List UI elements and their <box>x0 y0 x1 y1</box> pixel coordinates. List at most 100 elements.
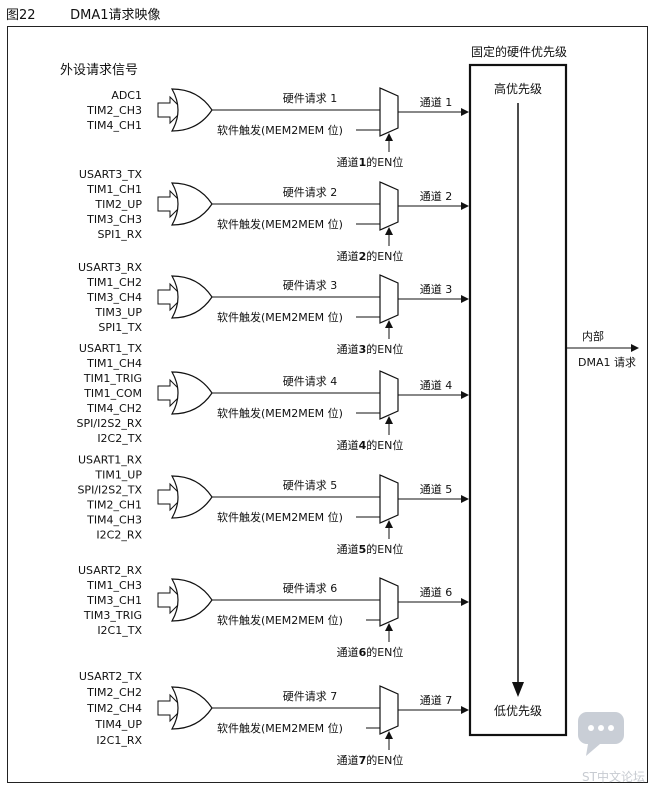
en-suffix: 的EN位 <box>366 753 403 767</box>
channel-mux <box>379 87 399 137</box>
en-bit-label: 通道2的EN位 <box>337 249 404 263</box>
signal-label: SPI/I2S2_RX <box>77 417 143 430</box>
low-priority-label: 低优先级 <box>494 704 542 718</box>
signal-label: TIM2_CH1 <box>86 499 142 512</box>
fixed-priority-heading: 固定的硬件优先级 <box>471 44 567 59</box>
signal-label: TIM4_CH2 <box>86 402 142 415</box>
sw-trigger-label: 软件触发(MEM2MEM 位) <box>217 721 343 735</box>
priority-arrow-head <box>512 682 524 697</box>
en-number: 3 <box>359 343 367 356</box>
signal-label: TIM4_CH3 <box>86 514 142 527</box>
input-arrow <box>157 585 184 615</box>
en-suffix: 的EN位 <box>366 342 403 356</box>
channel-group-4: USART1_TXTIM1_CH4TIM1_TRIGTIM1_COMTIM4_C… <box>77 342 469 452</box>
en-suffix: 的EN位 <box>366 438 403 452</box>
priority-box <box>468 63 568 737</box>
chat-bubble-icon <box>578 712 624 756</box>
en-number: 4 <box>359 439 367 452</box>
diagram-frame <box>7 26 648 783</box>
en-bit-label: 通道3的EN位 <box>337 342 404 356</box>
channel-label: 通道 5 <box>420 482 453 496</box>
en-number: 7 <box>359 754 367 767</box>
or-gate <box>170 578 213 622</box>
signal-label: TIM3_UP <box>94 306 142 319</box>
watermark-text: ST中文论坛 <box>582 769 645 784</box>
input-arrow <box>157 95 184 125</box>
channel-group-6: USART2_RXTIM1_CH3TIM3_CH1TIM3_TRIGI2C1_T… <box>78 564 469 659</box>
en-prefix: 通道 <box>337 753 359 767</box>
en-prefix: 通道 <box>337 342 359 356</box>
hw-request-label: 硬件请求 2 <box>283 186 338 199</box>
signal-label: TIM4_UP <box>94 718 142 731</box>
channel-label: 通道 4 <box>420 378 453 392</box>
en-number: 5 <box>359 543 367 556</box>
signal-label: USART3_RX <box>78 261 142 274</box>
signal-label: TIM1_UP <box>94 469 142 482</box>
or-gate <box>170 88 213 132</box>
input-arrow <box>157 189 184 219</box>
dma1-request-label: DMA1 请求 <box>578 356 636 369</box>
en-suffix: 的EN位 <box>366 155 403 169</box>
channel-label: 通道 6 <box>420 585 453 599</box>
hw-request-label: 硬件请求 3 <box>283 279 338 292</box>
channel-mux <box>379 685 399 735</box>
figure-title: DMA1请求映像 <box>70 8 161 23</box>
channel-group-5: USART1_RX TIM1_UP SPI/I2S2_TX TIM2_CH1TIM4_… <box>77 454 469 556</box>
peripheral-signals-heading: 外设请求信号 <box>60 63 138 78</box>
sw-trigger-label: 软件触发(MEM2MEM 位) <box>217 613 343 627</box>
signal-label: TIM1_CH4 <box>86 357 142 370</box>
high-priority-label: 高优先级 <box>494 81 542 96</box>
channel-label: 通道 2 <box>420 189 453 203</box>
en-number: 1 <box>359 156 367 169</box>
signal-label: TIM3_CH3 <box>86 213 142 226</box>
signal-label: SPI1_TX <box>98 321 142 334</box>
channel-mux <box>379 577 399 627</box>
en-bit-label: 通道7的EN位 <box>337 753 404 767</box>
or-gate <box>170 475 213 519</box>
signal-label: I2C2_RX <box>96 529 142 542</box>
signal-label: ADC1 <box>111 89 142 102</box>
input-arrow <box>157 693 184 723</box>
signal-label: USART3_TX <box>79 168 143 181</box>
hw-request-label: 硬件请求 5 <box>283 479 338 492</box>
signal-label: TIM1_CH3 <box>86 579 142 592</box>
signal-label: USART1_RX <box>78 454 142 467</box>
sw-trigger-label: 软件触发(MEM2MEM 位) <box>217 510 343 524</box>
input-arrow <box>157 482 184 512</box>
sw-trigger-label: 软件触发(MEM2MEM 位) <box>217 310 343 324</box>
hw-request-label: 硬件请求 6 <box>283 582 338 595</box>
hw-request-label: 硬件请求 4 <box>283 375 338 388</box>
signal-label: TIM1_CH1 <box>86 183 142 196</box>
internal-label: 内部 <box>582 329 604 343</box>
signal-label: I2C1_TX <box>97 624 142 637</box>
signal-label: I2C1_RX <box>96 734 142 747</box>
channel-label: 通道 3 <box>420 282 453 296</box>
or-gate <box>170 182 213 226</box>
signal-label: TIM2_CH4 <box>86 702 142 715</box>
en-bit-label: 通道4的EN位 <box>337 438 404 452</box>
hw-request-label: 硬件请求 7 <box>283 690 338 703</box>
signal-label: TIM3_CH4 <box>86 291 142 304</box>
signal-label: SPI1_RX <box>97 228 142 241</box>
signal-label: TIM2_UP <box>94 198 142 211</box>
en-bit-label: 通道5的EN位 <box>337 542 404 556</box>
input-arrow <box>157 282 184 312</box>
or-gate <box>170 686 213 730</box>
channel-label: 通道 1 <box>420 95 453 109</box>
signal-label: I2C2_TX <box>97 432 142 445</box>
signal-label: TIM2_CH2 <box>86 686 142 699</box>
signal-label: SPI/I2S2_TX <box>77 484 142 497</box>
figure-header: 图22 DMA1请求映像 <box>6 4 161 23</box>
signal-label: USART2_TX <box>79 670 143 683</box>
signal-label: TIM3_TRIG <box>83 609 142 622</box>
en-number: 6 <box>359 646 367 659</box>
channel-mux <box>379 474 399 524</box>
signal-label: USART1_TX <box>79 342 143 355</box>
signal-label: USART2_RX <box>78 564 142 577</box>
en-prefix: 通道 <box>337 645 359 659</box>
channel-group-3: USART3_RXTIM1_CH2TIM3_CH4TIM3_UPSPI1_TX硬… <box>78 261 469 356</box>
